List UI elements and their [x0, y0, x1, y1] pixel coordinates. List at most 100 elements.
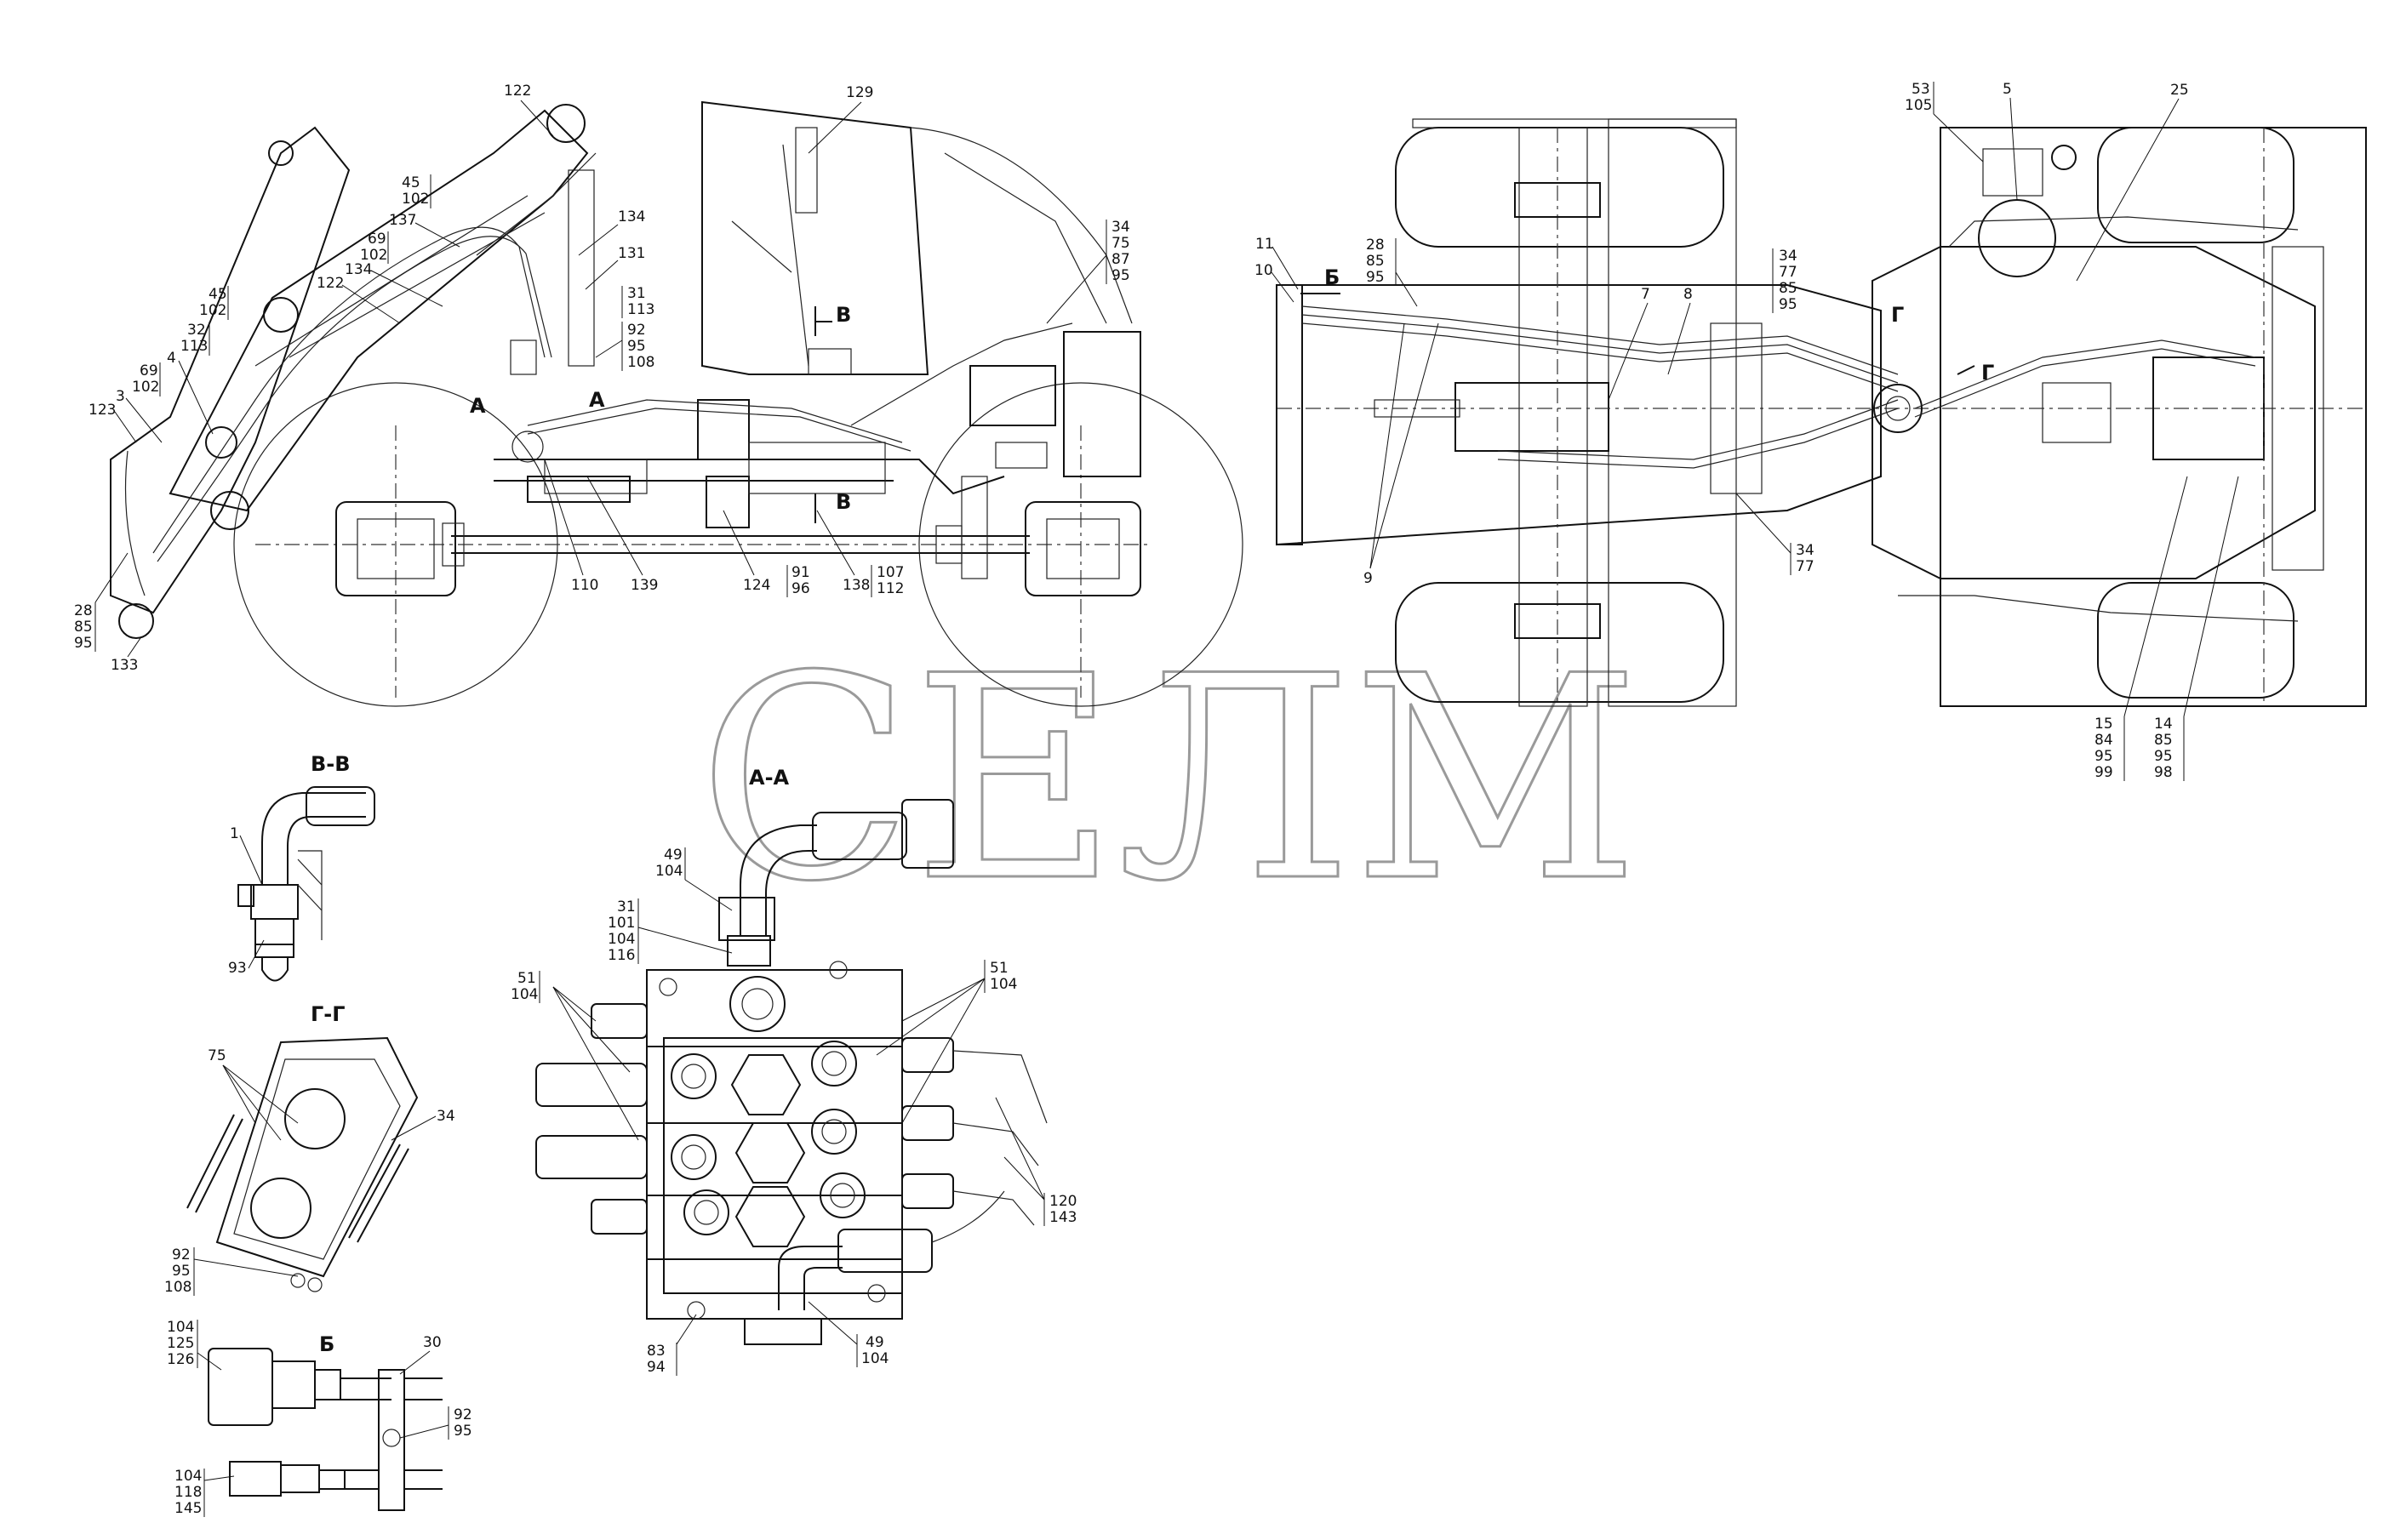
frame-block	[697, 399, 750, 460]
label-45-b: 45	[209, 286, 227, 303]
label-102-b: 102	[199, 302, 226, 319]
top-view: 11 10 28 85 95 7 8 34 77 85 95 9 34 77 5…	[1254, 81, 2367, 781]
label-105: 105	[1905, 97, 1932, 114]
label-25: 25	[2170, 82, 2189, 99]
label-77-top: 77	[1779, 264, 1797, 281]
section-title-aa: А-А	[749, 766, 790, 790]
label-92-b: 92	[454, 1406, 472, 1423]
label-77-top-b: 77	[1796, 558, 1814, 575]
label-137: 137	[389, 212, 416, 229]
label-124: 124	[743, 577, 770, 594]
label-45: 45	[402, 174, 420, 191]
section-title-vv: В-В	[311, 752, 351, 776]
label-98: 98	[2154, 764, 2173, 781]
label-85: 85	[74, 619, 93, 636]
label-95-top-b: 95	[1779, 296, 1797, 313]
label-3: 3	[116, 388, 125, 405]
label-93: 93	[228, 960, 247, 977]
label-32: 32	[187, 322, 206, 339]
label-30: 30	[423, 1334, 442, 1351]
hydraulic-tank	[1978, 199, 2056, 277]
label-1: 1	[230, 825, 239, 842]
vertical-lift-tube	[568, 169, 595, 367]
label-5: 5	[2003, 81, 2012, 98]
label-7: 7	[1641, 286, 1650, 303]
label-75: 75	[1111, 235, 1130, 252]
label-95-top-d: 95	[2154, 748, 2173, 765]
label-139: 139	[631, 577, 658, 594]
label-92: 92	[627, 322, 646, 339]
section-aa-valve-block: А-А	[511, 766, 1077, 1376]
section-gg: Г-Г 75 34 92 95 108	[164, 1002, 455, 1296]
label-133: 133	[111, 657, 138, 674]
tank-box	[1982, 148, 2043, 197]
label-104-left: 104	[511, 986, 538, 1003]
label-83: 83	[647, 1343, 666, 1360]
label-101: 101	[608, 915, 635, 932]
label-51-left: 51	[517, 970, 536, 987]
label-123: 123	[89, 402, 116, 419]
section-b: Б 104 125 126 30 92 95 104 118 145	[167, 1319, 472, 1517]
label-95-c: 95	[1111, 267, 1130, 284]
label-10: 10	[1254, 262, 1273, 279]
label-104-top: 104	[655, 863, 683, 880]
label-104-aa: 104	[608, 931, 635, 948]
label-34-top: 34	[1779, 248, 1797, 265]
section-mark-v-top: В	[836, 303, 851, 327]
label-104-b2: 104	[174, 1468, 202, 1485]
label-31-aa: 31	[617, 898, 636, 915]
label-120: 120	[1049, 1193, 1077, 1210]
section-mark-a-right: А	[589, 388, 605, 412]
label-14: 14	[2154, 716, 2173, 733]
label-9: 9	[1363, 570, 1373, 587]
front-axle-housing	[1454, 382, 1609, 452]
label-134-b: 134	[618, 208, 645, 225]
section-vv: В-В 1 93	[228, 752, 375, 982]
rear-wheel-outline	[918, 382, 1243, 707]
section-title-gg: Г-Г	[311, 1002, 346, 1026]
label-15: 15	[2094, 716, 2113, 733]
label-49-top: 49	[664, 847, 683, 864]
section-mark-g-left: Г	[1891, 303, 1904, 327]
label-84: 84	[2094, 732, 2113, 749]
label-87: 87	[1111, 251, 1130, 268]
upper-boom-arm	[169, 109, 589, 512]
label-91: 91	[791, 564, 810, 581]
side-view: 122 45 102 137 69 102 134 122 45 102 32 …	[74, 83, 1243, 707]
section-mark-b: Б	[1324, 265, 1340, 289]
label-34-gg: 34	[437, 1108, 455, 1125]
label-125: 125	[167, 1335, 194, 1352]
label-85-top-c: 85	[2154, 732, 2173, 749]
label-134-a: 134	[345, 261, 372, 278]
label-95-gg: 95	[172, 1263, 191, 1280]
label-92-gg: 92	[172, 1246, 191, 1263]
watermark: СЕЛМ	[698, 616, 1640, 943]
label-104-bottom: 104	[861, 1350, 889, 1367]
label-129: 129	[846, 84, 873, 101]
label-75: 75	[208, 1047, 226, 1064]
rear-axle-hub	[1025, 501, 1141, 596]
label-104-right: 104	[990, 976, 1017, 993]
section-title-b: Б	[319, 1332, 334, 1356]
label-49-bottom: 49	[866, 1334, 884, 1351]
label-4: 4	[167, 350, 176, 367]
label-34-top-b: 34	[1796, 542, 1814, 559]
label-69-a: 69	[368, 231, 386, 248]
front-left-tire	[1395, 127, 1724, 248]
label-28: 28	[74, 602, 93, 619]
label-107: 107	[877, 564, 904, 581]
label-138: 138	[843, 577, 870, 594]
label-102: 102	[402, 191, 429, 208]
label-95-top: 95	[1366, 269, 1385, 286]
label-145: 145	[174, 1500, 202, 1517]
label-95-b: 95	[627, 338, 646, 355]
label-95-top-c: 95	[2094, 748, 2113, 765]
label-34: 34	[1111, 219, 1130, 236]
label-118: 118	[174, 1484, 202, 1501]
label-95-b2: 95	[454, 1423, 472, 1440]
section-mark-v-bottom: В	[836, 490, 851, 514]
label-110: 110	[571, 577, 598, 594]
label-108: 108	[627, 354, 654, 371]
label-28-top: 28	[1366, 237, 1385, 254]
label-113-b: 113	[627, 301, 654, 318]
